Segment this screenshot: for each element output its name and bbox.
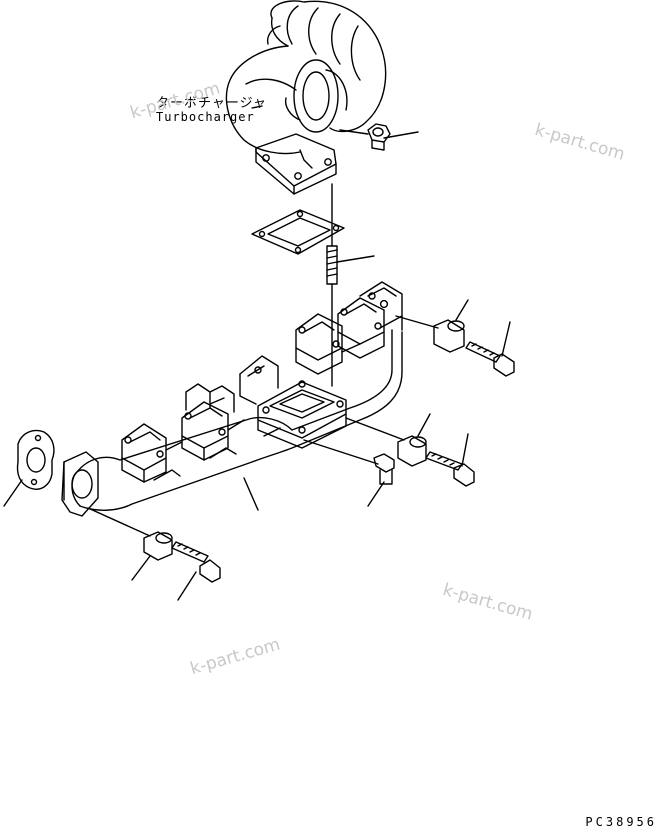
drawing-code: PC38956 — [585, 815, 657, 829]
turbo-nut — [339, 123, 419, 151]
spacer-bolt-left — [87, 507, 221, 601]
turbo-gasket — [251, 209, 345, 255]
small-bolt — [303, 439, 395, 507]
stud-bolt — [326, 183, 375, 387]
turbocharger-label-jp: ターボチャージャ — [156, 96, 267, 111]
turbocharger-label-en: Turbocharger — [156, 110, 255, 124]
spacer-bolt-upper — [395, 299, 515, 377]
end-gasket — [3, 429, 55, 507]
exhaust-manifold — [61, 281, 403, 517]
turbocharger — [225, 0, 387, 195]
spacer-bolt-lower — [345, 413, 475, 487]
manifold-leader — [243, 477, 259, 511]
turbo-label-leader — [251, 105, 263, 109]
